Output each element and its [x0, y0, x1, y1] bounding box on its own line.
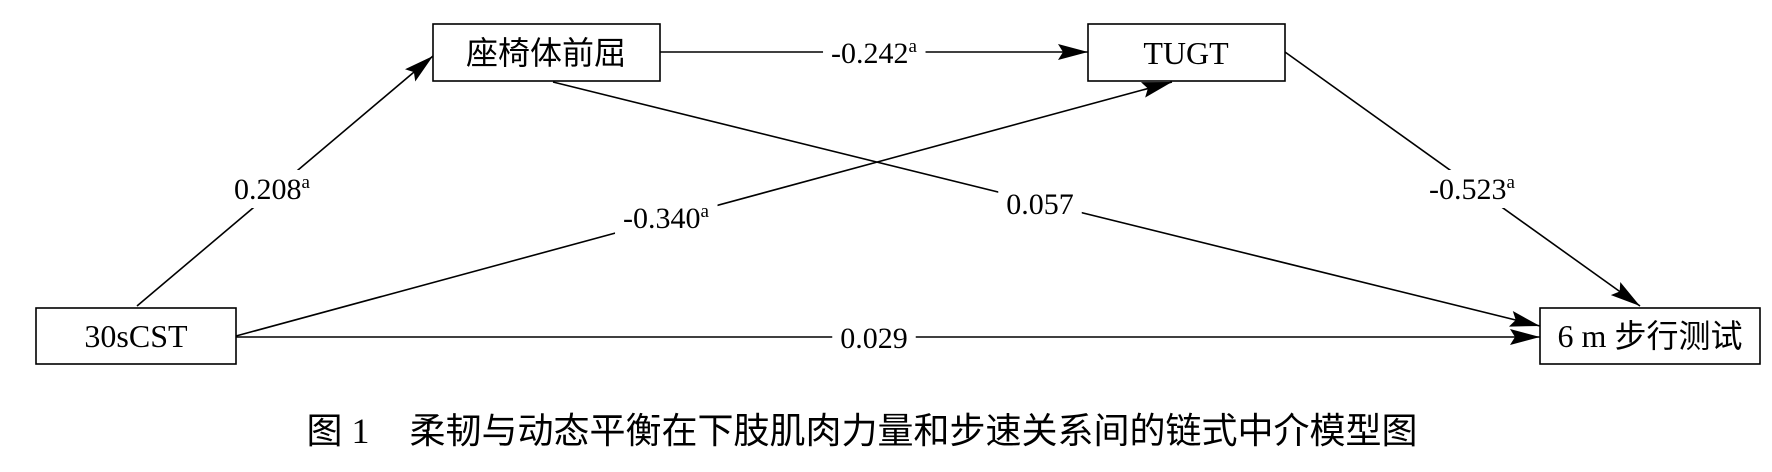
node-box-flexibility	[432, 23, 661, 82]
node-cst: 30sCST	[35, 307, 237, 365]
edge-significance-mark: a	[302, 172, 311, 193]
edge-coefficient: -0.242	[831, 37, 909, 70]
figure-caption-text: 柔韧与动态平衡在下肢肌肉力量和步速关系间的链式中介模型图	[410, 411, 1418, 451]
edge-label-text: -0.242a	[831, 36, 918, 70]
edge-coefficient: -0.523	[1429, 173, 1507, 206]
edge-coefficient: -0.340	[623, 202, 701, 235]
edge-label-background	[1421, 170, 1524, 208]
node-walk: 6 m 步行测试	[1539, 307, 1761, 365]
node-label-walk: 6 m 步行测试	[1558, 318, 1743, 354]
edge-significance-mark: a	[909, 36, 918, 57]
node-box-walk	[1539, 307, 1761, 365]
figure-number: 图 1	[306, 411, 369, 451]
edge-label-text: -0.340a	[623, 201, 710, 235]
edge-label-tugt-to-walk: -0.523a	[1421, 170, 1524, 208]
edge-label-background	[615, 199, 718, 237]
edge-label-text: 0.057	[1006, 188, 1074, 221]
figure-caption: 图 1 柔韧与动态平衡在下肢肌肉力量和步速关系间的链式中介模型图	[306, 411, 1417, 451]
node-label-tugt: TUGT	[1143, 35, 1229, 71]
edge-label-background	[832, 320, 916, 357]
node-label-cst: 30sCST	[84, 318, 188, 354]
edge-label-cst-to-flexibility: 0.208a	[226, 170, 319, 208]
node-box-cst	[35, 307, 237, 365]
edge-label-background	[823, 34, 926, 72]
edge-label-flexibility-to-tugt: -0.242a	[823, 34, 926, 72]
node-label-flexibility: 座椅体前屈	[466, 35, 626, 71]
node-tugt: TUGT	[1087, 23, 1286, 82]
edge-coefficient: 0.057	[1006, 188, 1074, 221]
edge-coefficient: 0.208	[234, 173, 302, 206]
edge-significance-mark: a	[701, 201, 710, 222]
edge-label-text: 0.208a	[234, 172, 311, 206]
node-flexibility: 座椅体前屈	[432, 23, 661, 82]
edge-coefficient: 0.029	[840, 322, 908, 355]
edge-label-background	[998, 186, 1082, 223]
edge-label-flexibility-to-walk: 0.057	[998, 186, 1082, 223]
edge-label-background	[226, 170, 319, 208]
node-box-tugt	[1087, 23, 1286, 82]
edge-label-text: 0.029	[840, 322, 908, 355]
edge-label-cst-to-tugt: -0.340a	[615, 199, 718, 237]
edge-label-cst-to-walk: 0.029	[832, 320, 916, 357]
edge-label-text: -0.523a	[1429, 172, 1516, 206]
edge-significance-mark: a	[1507, 172, 1516, 193]
